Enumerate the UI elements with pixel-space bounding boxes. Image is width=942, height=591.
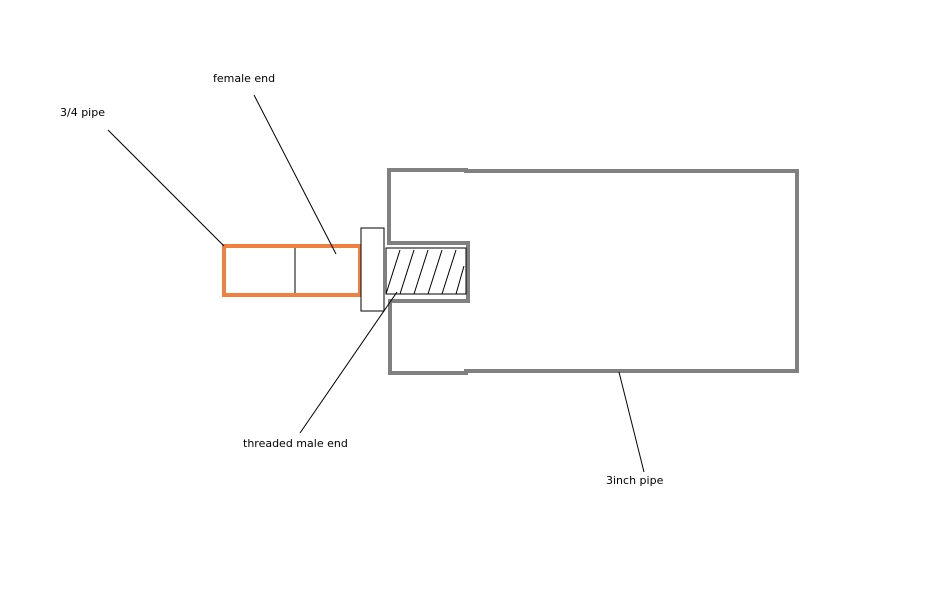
- leader-line-pipe3: [618, 371, 645, 473]
- leader-line-female: [253, 94, 337, 255]
- three-inch-pipe-outline: [387, 168, 799, 375]
- leader-line-male: [299, 291, 398, 434]
- thread-hatching: [385, 249, 465, 295]
- three-inch-pipe-label: 3inch pipe: [606, 474, 664, 487]
- leader-line-pipe34: [107, 129, 225, 247]
- three-quarter-pipe: [222, 244, 362, 297]
- female-end-label: female end: [213, 72, 276, 85]
- threaded-male-end-label: threaded male end: [243, 437, 348, 450]
- coupling-flange: [360, 227, 385, 312]
- three-quarter-pipe-label: 3/4 pipe: [60, 106, 105, 119]
